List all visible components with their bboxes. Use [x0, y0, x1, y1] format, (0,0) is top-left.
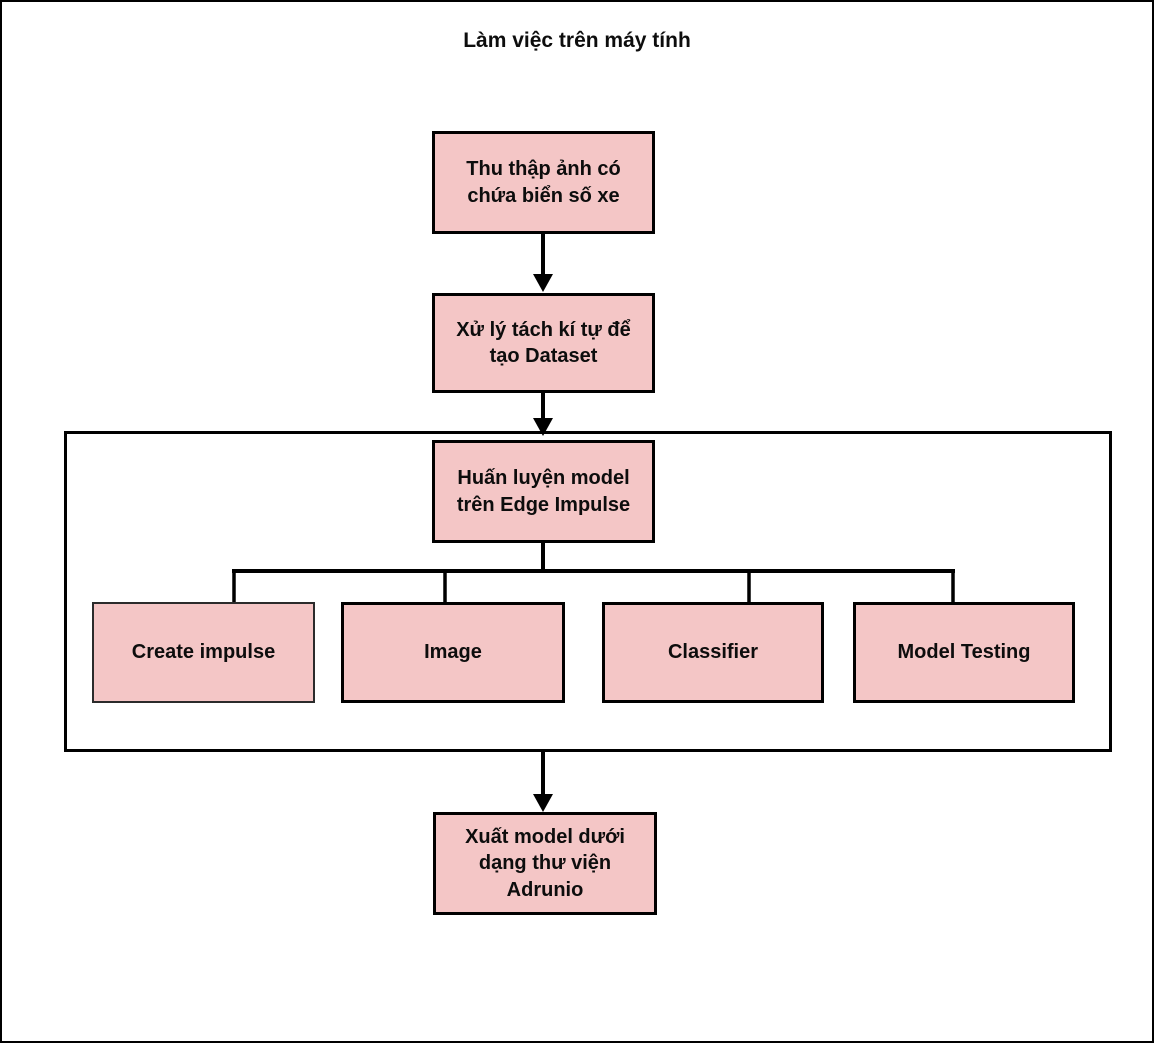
- node-classifier: Classifier: [602, 602, 824, 703]
- node-export-arduino-library: Xuất model dưới dạng thư viện Adrunio: [433, 812, 657, 915]
- diagram-title: Làm việc trên máy tính: [463, 29, 691, 52]
- node-train-edge-impulse: Huấn luyện model trên Edge Impulse: [432, 440, 655, 543]
- node-model-testing: Model Testing: [853, 602, 1075, 703]
- node-create-impulse: Create impulse: [92, 602, 315, 703]
- node-label: Create impulse: [131, 641, 276, 664]
- node-label: Thu thập ảnh có chứa biển số xe: [466, 158, 621, 207]
- node-label: Image: [424, 641, 482, 664]
- node-image: Image: [341, 602, 565, 703]
- node-label: Classifier: [667, 641, 759, 664]
- node-label: Model Testing: [897, 641, 1031, 664]
- arrow-collect-to-process: [533, 234, 553, 292]
- node-collect-images: Thu thập ảnh có chứa biển số xe: [432, 131, 655, 234]
- node-process-dataset: Xử lý tách kí tự để tạo Dataset: [432, 293, 655, 393]
- node-label: Huấn luyện model trên Edge Impulse: [456, 467, 631, 516]
- arrow-process-to-train: [533, 393, 553, 436]
- node-label: Xử lý tách kí tự để tạo Dataset: [456, 318, 631, 367]
- node-label: Xuất model dưới dạng thư viện Adrunio: [465, 825, 625, 901]
- arrow-group-to-export: [533, 752, 553, 812]
- edge-impulse-group-box: [64, 431, 1112, 752]
